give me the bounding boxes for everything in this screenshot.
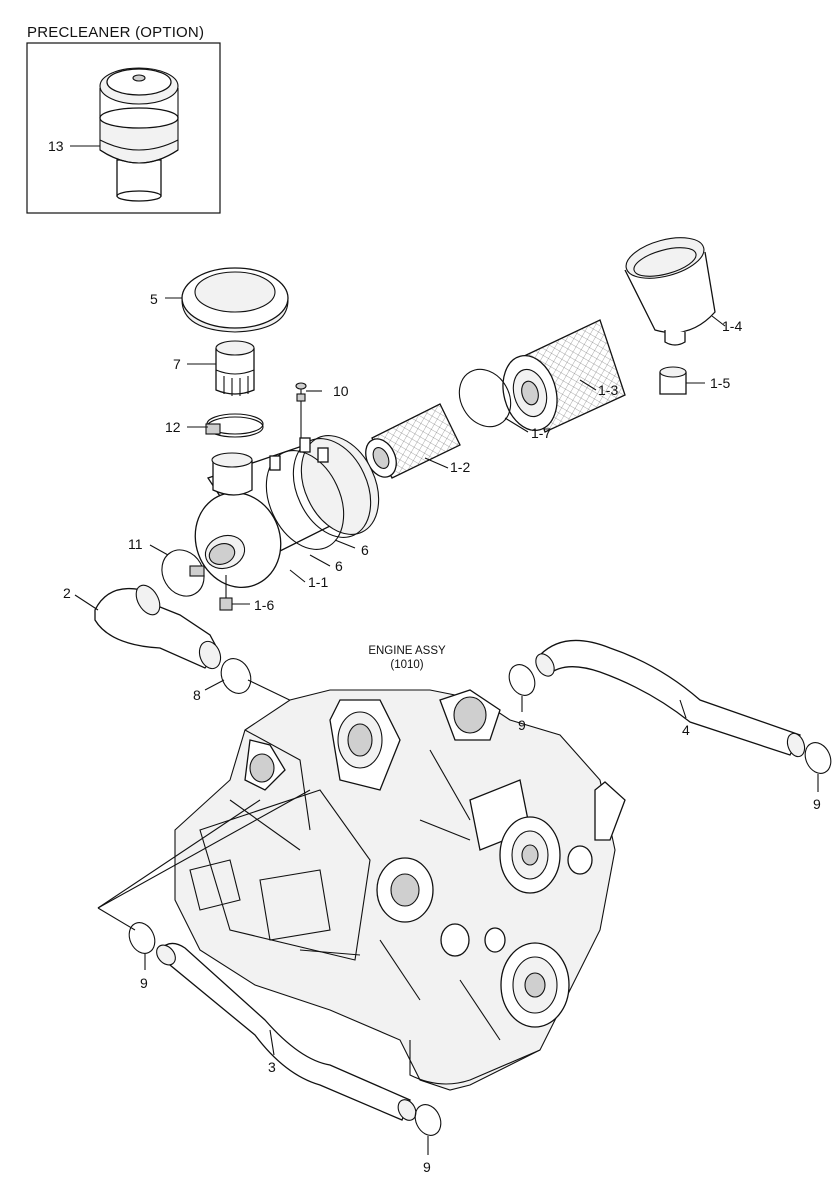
part-2-intake-hose xyxy=(74,584,222,670)
callout-1-5: 1-5 xyxy=(710,375,730,391)
part-10-bolt xyxy=(295,382,322,440)
engine-assy-number: (1010) xyxy=(390,659,423,671)
engine-assembly-drawing xyxy=(174,689,626,1091)
engine-assy-label: ENGINE ASSY xyxy=(368,645,446,657)
part-9-clamp-bottom xyxy=(414,1104,442,1155)
callout-9-lower-left: 9 xyxy=(140,975,148,991)
callout-3: 3 xyxy=(268,1059,276,1075)
callout-6-upper: 6 xyxy=(361,542,369,558)
callout-13: 13 xyxy=(48,138,64,154)
callout-8: 8 xyxy=(193,687,201,703)
part-1-7-o-ring xyxy=(458,368,529,433)
part-7-evacuator-valve xyxy=(187,340,255,396)
part-9-clamp-lower-left xyxy=(128,922,156,970)
part-9-clamp-turbo xyxy=(508,664,536,712)
precleaner-inset-box xyxy=(26,42,221,214)
part-1-4-cap xyxy=(624,237,726,346)
part-1-1-air-cleaner-housing xyxy=(194,435,380,588)
callout-2: 2 xyxy=(63,585,71,601)
leader-lines-lower-clamp xyxy=(97,789,311,931)
precleaner-part-13 xyxy=(70,67,179,202)
callout-labels: 13 5 7 10 12 1-4 1-5 1-3 1-7 1-2 11 6 6 … xyxy=(48,138,821,1175)
part-1-2-safety-element xyxy=(365,403,461,479)
callout-1-3: 1-3 xyxy=(598,382,618,398)
precleaner-option-title: PRECLEANER (OPTION) xyxy=(27,24,205,41)
callout-1-2: 1-2 xyxy=(450,459,470,475)
part-5-cover xyxy=(165,267,289,333)
callout-1-4: 1-4 xyxy=(722,318,742,334)
part-4-outlet-hose xyxy=(535,639,806,758)
part-12-clamp xyxy=(187,413,264,438)
callout-9-turbo: 9 xyxy=(518,717,526,733)
callout-12: 12 xyxy=(165,419,181,435)
callout-1-7: 1-7 xyxy=(531,425,551,441)
part-11-clamp xyxy=(149,544,205,597)
callout-9-bottom: 9 xyxy=(423,1159,431,1175)
callout-11: 11 xyxy=(128,536,143,552)
part-1-3-primary-element xyxy=(502,319,626,433)
callout-10: 10 xyxy=(333,383,349,399)
part-3-lower-hose xyxy=(156,942,417,1121)
part-9-clamp-right xyxy=(804,742,832,792)
callout-4: 4 xyxy=(682,722,690,738)
callout-6-lower: 6 xyxy=(335,558,343,574)
callout-7: 7 xyxy=(173,356,181,372)
callout-1-6: 1-6 xyxy=(254,597,274,613)
part-1-5-valve xyxy=(659,366,705,395)
callout-9-right: 9 xyxy=(813,796,821,812)
part-1-6-plug xyxy=(219,575,250,611)
callout-5: 5 xyxy=(150,291,158,307)
callout-1-1: 1-1 xyxy=(308,574,328,590)
